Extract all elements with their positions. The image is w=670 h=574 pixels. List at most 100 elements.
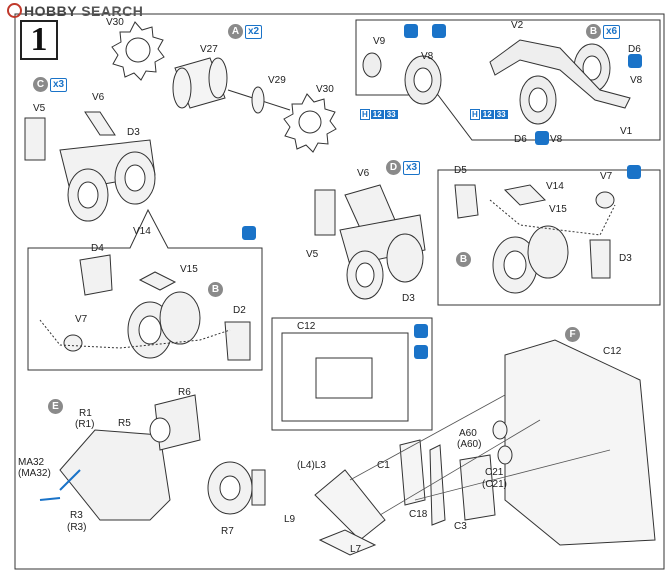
- label-r1-mirror: (R1): [75, 419, 95, 430]
- hull-side-c12: [504, 339, 656, 546]
- label-v30-top: V30: [106, 17, 124, 28]
- marker-b-ref-right: B: [456, 252, 471, 267]
- hull-rear-r5: [59, 429, 171, 521]
- part-v7-a: [63, 334, 83, 352]
- track-l9: [314, 469, 386, 541]
- marker-b: B: [586, 24, 601, 39]
- plate-c3: [459, 454, 496, 521]
- label-v15-b: V15: [549, 204, 567, 215]
- label-d3-a: D3: [127, 127, 140, 138]
- label-l4-l3: (L4)L3: [297, 460, 326, 471]
- label-v7-b: V7: [600, 171, 613, 182]
- track-l7: [318, 529, 377, 556]
- label-r3-mirror: (R3): [67, 522, 87, 533]
- label-r5: R5: [118, 418, 131, 429]
- label-v5-a: V5: [33, 103, 46, 114]
- cement-icon: [242, 226, 256, 240]
- marker-c: C: [33, 77, 48, 92]
- symmetric-parts-icon: [404, 24, 418, 38]
- plate-c18: [429, 444, 446, 526]
- part-v14-b: [503, 184, 547, 206]
- label-l7: L7: [350, 544, 362, 555]
- label-c18: C18: [409, 509, 428, 520]
- label-v7-a: V7: [75, 314, 88, 325]
- label-v27: V27: [200, 44, 218, 55]
- label-v30-right: V30: [316, 84, 334, 95]
- multiplier-c: x3: [50, 78, 68, 92]
- label-c21: C21: [485, 467, 504, 478]
- label-d6-a: D6: [628, 44, 641, 55]
- label-r1: R1: [79, 408, 92, 419]
- label-d3-b: D3: [402, 293, 415, 304]
- flange-r7: [251, 469, 266, 506]
- label-v14-b: V14: [546, 181, 564, 192]
- label-l9: L9: [284, 514, 296, 525]
- label-v9: V9: [373, 36, 386, 47]
- label-d6-b: D6: [514, 134, 527, 145]
- cement-icon: [414, 324, 428, 338]
- label-d2: D2: [233, 305, 246, 316]
- label-ma32-mirror: (MA32): [18, 468, 51, 479]
- part-d3-right: [589, 239, 611, 279]
- plate-v5-a: [24, 117, 46, 161]
- sprocket-hub-right: [298, 110, 322, 134]
- arm-v2-v1: [489, 39, 631, 109]
- wheel-left-2: [159, 291, 201, 345]
- hobbysearch-logo: HOBBY SEARCH: [7, 3, 143, 19]
- label-a60: A60: [459, 428, 477, 439]
- drum-end-left: [172, 67, 192, 109]
- label-v2: V2: [511, 20, 524, 31]
- marker-f: F: [565, 327, 580, 342]
- label-r7: R7: [221, 526, 234, 537]
- plate-v5-b: [314, 189, 336, 236]
- label-v8-c: V8: [550, 134, 563, 145]
- marker-e: E: [48, 399, 63, 414]
- panel-window: [315, 357, 373, 399]
- label-v8-a: V8: [421, 51, 434, 62]
- label-d5: D5: [454, 165, 467, 176]
- label-c12-a: C12: [297, 321, 316, 332]
- label-v14-a: V14: [133, 226, 151, 237]
- flange-v29: [251, 86, 265, 114]
- label-v15-a: V15: [180, 264, 198, 275]
- part-v6-a: [84, 111, 116, 136]
- part-d5: [454, 184, 479, 219]
- frame: [14, 13, 665, 570]
- callout-left: [27, 208, 263, 371]
- cement-icon: [627, 165, 641, 179]
- wheel-v9: [362, 52, 382, 78]
- marker-a: A: [228, 24, 243, 39]
- label-c1: C1: [377, 460, 390, 471]
- multiplier-a: x2: [245, 25, 263, 39]
- marker-b-ref-left: B: [208, 282, 223, 297]
- symmetric-parts-icon: [628, 54, 642, 68]
- label-d3-c: D3: [619, 253, 632, 264]
- cement-icon: [432, 24, 446, 38]
- wheel-right-2: [527, 225, 569, 279]
- part-v15-a: [138, 271, 177, 291]
- part-v7-b: [595, 191, 615, 209]
- label-d4: D4: [91, 243, 104, 254]
- callout-center: [271, 317, 433, 431]
- label-v5-b: V5: [306, 249, 319, 260]
- label-a60-mirror: (A60): [457, 439, 482, 450]
- multiplier-d: x3: [403, 161, 421, 175]
- logo-hobby: HOBBY: [24, 3, 77, 19]
- step-number: 1: [20, 20, 58, 60]
- bogie-wheel-b2: [386, 233, 424, 283]
- logo-search: SEARCH: [81, 3, 144, 19]
- label-v8-b: V8: [630, 75, 643, 86]
- drum-end-right: [208, 57, 228, 99]
- label-v29: V29: [268, 75, 286, 86]
- label-c3: C3: [454, 521, 467, 532]
- callout-top: [355, 19, 661, 141]
- sprocket-hub-top: [125, 37, 151, 63]
- multiplier-b: x6: [603, 25, 621, 39]
- callout-right: [437, 169, 661, 306]
- label-r6: R6: [178, 387, 191, 398]
- label-ma32: MA32: [18, 457, 45, 468]
